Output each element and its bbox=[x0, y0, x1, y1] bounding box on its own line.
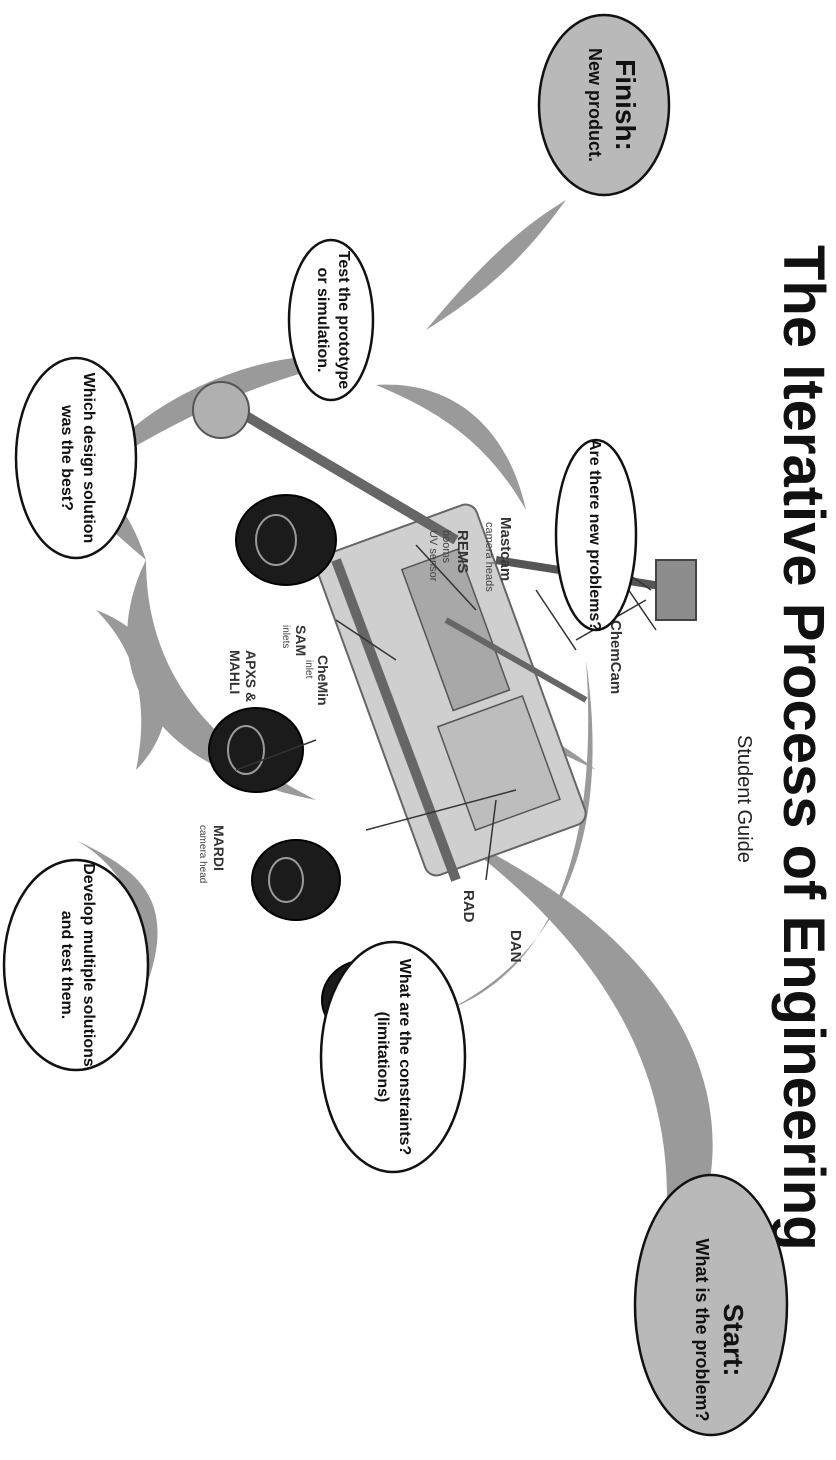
start-heading: Start: bbox=[718, 1303, 749, 1376]
node-test: Test the prototype or simulation. bbox=[287, 238, 375, 402]
new-problems-text: Are there new problems? bbox=[586, 439, 603, 631]
label-sam-sub: inlets bbox=[280, 625, 291, 648]
label-dan: DAN bbox=[507, 930, 524, 963]
best-line2: was the best? bbox=[58, 404, 75, 511]
start-text: What is the problem? bbox=[692, 1238, 712, 1421]
page-title: The Iterative Process of Engineering bbox=[771, 245, 836, 1251]
wheel-icon bbox=[251, 839, 341, 921]
label-rems-booms: booms bbox=[440, 530, 452, 564]
label-mastcam-sub: camera heads bbox=[483, 522, 495, 592]
arrow-test-to-finish bbox=[426, 200, 566, 330]
label-chemin: CheMin bbox=[315, 655, 331, 706]
label-rems-uv: UV sensor bbox=[427, 530, 439, 582]
arrow-test-to-newproblems bbox=[376, 384, 526, 510]
finish-heading: Finish: bbox=[610, 59, 641, 151]
arrow-best-up bbox=[96, 356, 356, 470]
best-line1: Which design solution bbox=[80, 373, 97, 544]
node-finish: Finish: New product. bbox=[537, 13, 671, 197]
label-rems: REMS bbox=[454, 530, 471, 573]
page-subtitle: Student Guide bbox=[733, 735, 755, 863]
node-new-problems: Are there new problems? bbox=[554, 438, 638, 632]
wheel-icon bbox=[235, 494, 337, 586]
node-best-solution: Which design solution was the best? bbox=[14, 356, 138, 560]
develop-line2: and test them. bbox=[58, 911, 75, 1019]
finish-text: New product. bbox=[585, 48, 605, 162]
label-chemin-sub: inlet bbox=[303, 660, 314, 679]
arrow-develop-to-best bbox=[76, 840, 158, 1030]
test-line2: or simulation. bbox=[314, 268, 331, 373]
node-start: Start: What is the problem? bbox=[633, 1173, 789, 1437]
label-mardi: MARDI bbox=[211, 825, 227, 871]
label-chemcam: ChemCam bbox=[607, 620, 624, 694]
constraints-line1: What are the constraints? bbox=[396, 959, 413, 1155]
node-develop: Develop multiple solutions and test them… bbox=[2, 858, 150, 1072]
label-sam: SAM bbox=[293, 625, 309, 656]
label-apxs: APXS & bbox=[243, 650, 259, 702]
label-mastcam: Mastcam bbox=[497, 517, 514, 581]
develop-line1: Develop multiple solutions bbox=[80, 863, 97, 1067]
wheel-icon bbox=[208, 707, 304, 793]
test-line1: Test the prototype bbox=[335, 251, 352, 389]
rover-illustration: Mastcam camera heads ChemCam REMS booms … bbox=[192, 381, 697, 1041]
label-mardi-sub: camera head bbox=[197, 825, 208, 883]
node-constraints: What are the constraints? (limitations) bbox=[319, 940, 467, 1174]
label-mahli: MAHLI bbox=[227, 650, 243, 694]
arrow-develop-loop bbox=[96, 610, 167, 770]
label-rad: RAD bbox=[460, 890, 477, 923]
constraints-line2: (limitations) bbox=[374, 1012, 391, 1103]
